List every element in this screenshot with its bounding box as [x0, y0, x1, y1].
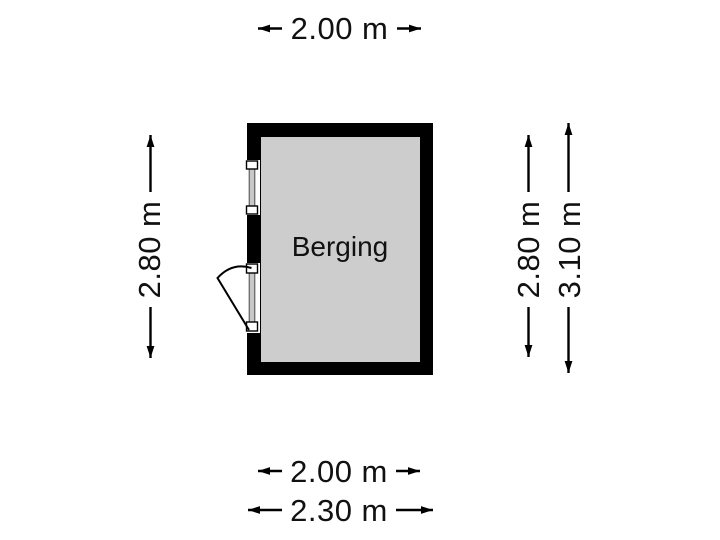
window — [244, 160, 260, 215]
dim-label-right-inner: 2.80 m — [510, 192, 547, 307]
window-end-bottom — [245, 205, 259, 215]
door-end-top — [245, 263, 259, 274]
window-glass — [248, 167, 256, 208]
dim-label-top: 2.00 m — [282, 11, 397, 46]
door-panel — [248, 271, 256, 324]
room-floor — [261, 137, 420, 362]
dim-label-right-outer: 3.10 m — [551, 192, 588, 307]
door — [216, 263, 260, 333]
dim-label-bottom-inner: 2.00 m — [282, 453, 396, 490]
door-swing-arc — [216, 265, 252, 331]
dim-label-bottom-outer: 2.30 m — [282, 492, 396, 529]
window-end-top — [245, 160, 259, 170]
room-name-label: Berging — [291, 231, 389, 262]
dim-label-left: 2.80 m — [130, 192, 169, 307]
